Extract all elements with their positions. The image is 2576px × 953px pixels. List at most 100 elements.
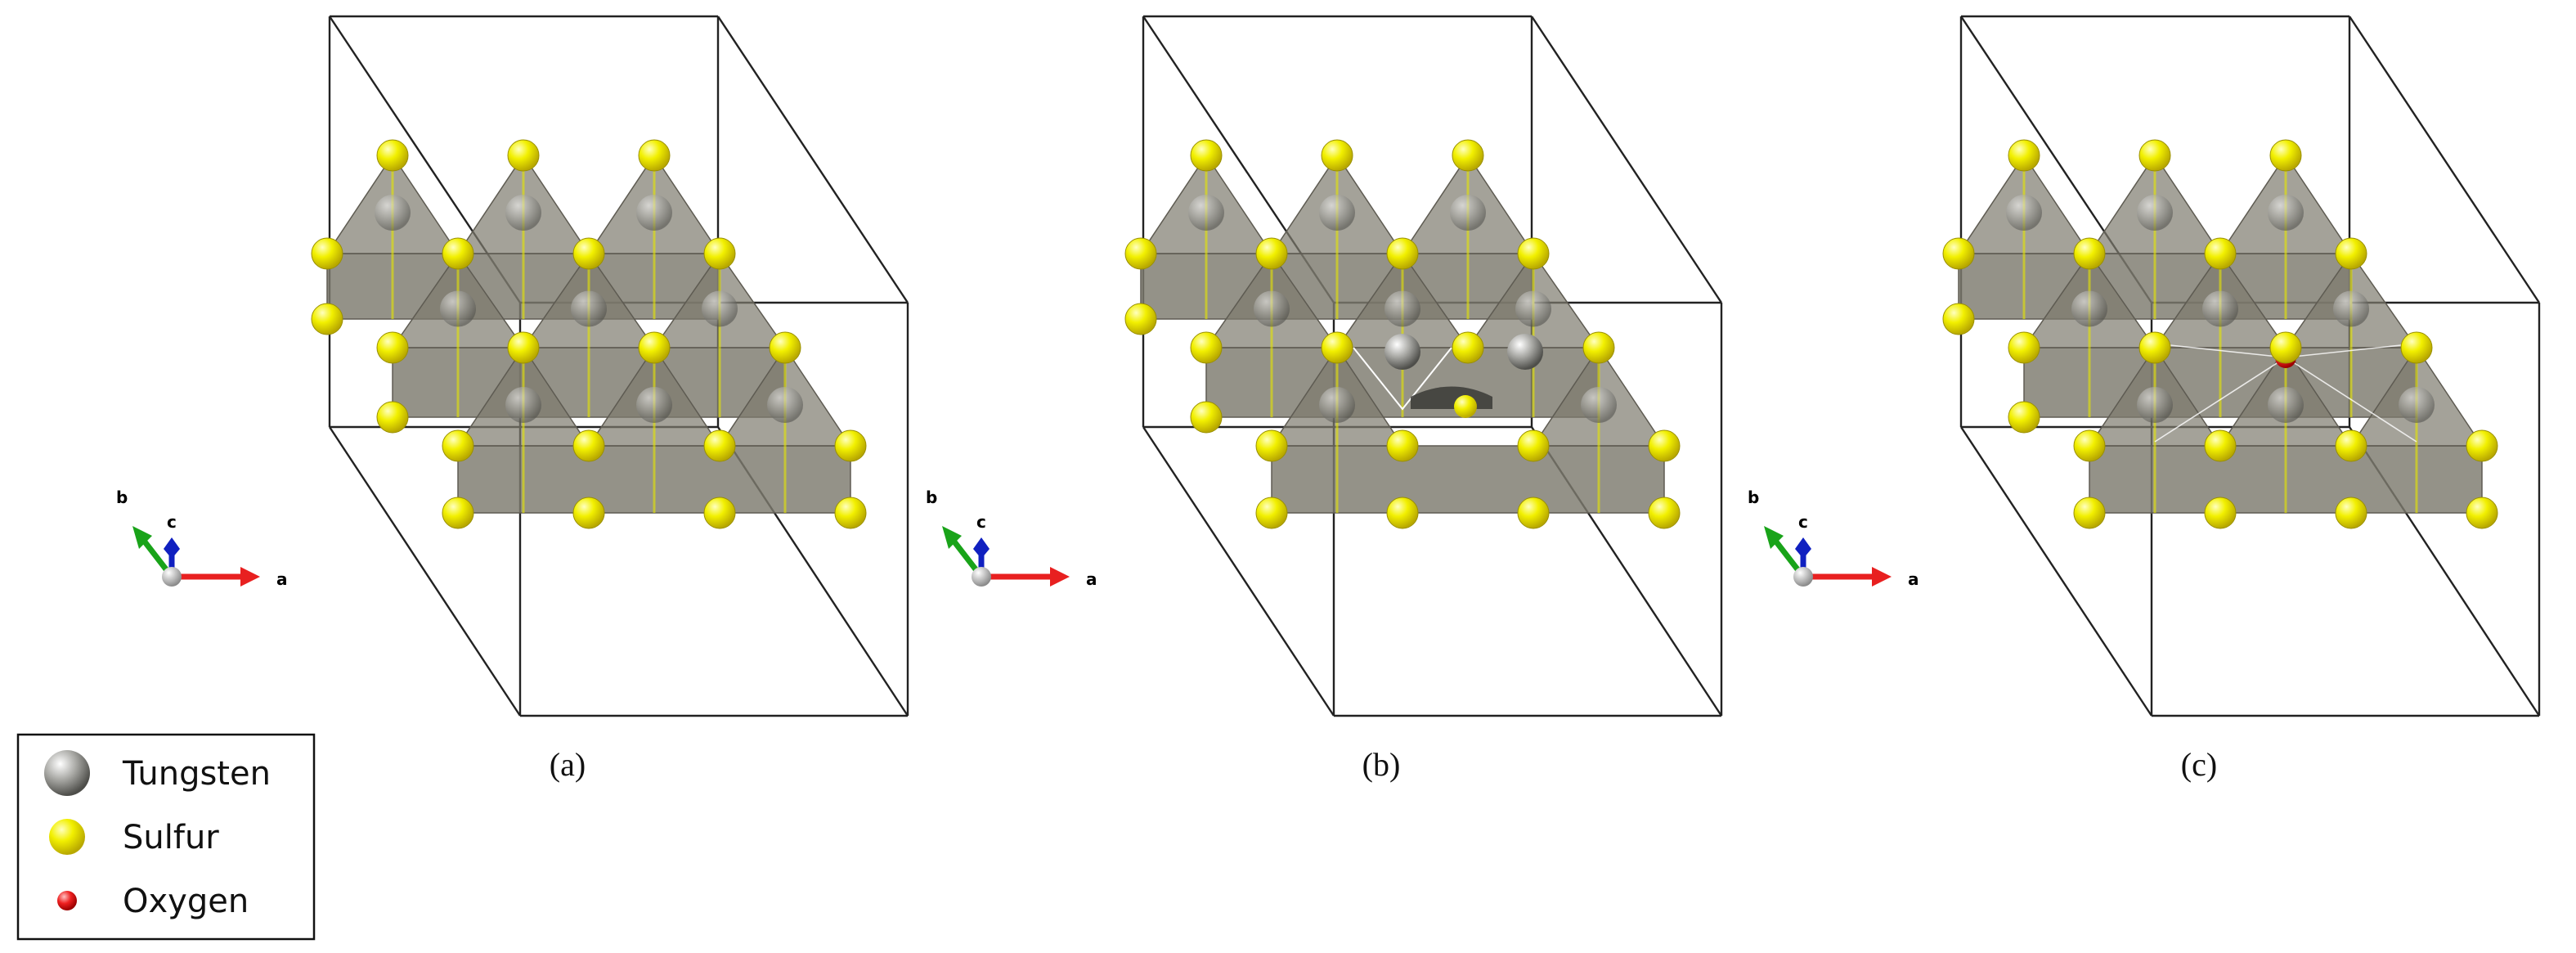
unit-cell-edge [2348,16,2541,303]
tungsten-atom [1515,290,1551,327]
sulfur-atom [572,237,605,270]
legend-label: Sulfur [123,819,219,856]
tungsten-atom [1188,195,1224,231]
sulfur-atom [1942,237,1975,270]
sulfur-atom [2073,429,2106,462]
tungsten-atom [2268,195,2304,231]
sulfur-atom [834,429,867,462]
unit-cell-edge [1959,426,2153,717]
sulfur-atom [1124,303,1157,335]
sulfur-atom [1190,331,1223,364]
tungsten-atom [1507,334,1543,370]
sulfur-atom [1386,429,1419,462]
sulfur-atom [769,331,801,364]
axis-c-arrow [1795,537,1811,559]
sulfur-atom [1452,331,1484,364]
tungsten-atom [1581,387,1617,423]
panels-layer: (a) (b) (c) [311,15,2541,783]
structure-panel: (c) [1942,15,2541,783]
tungsten-atom [1254,290,1290,327]
tungsten-atom [1450,195,1486,231]
tungsten-atom [2333,290,2369,327]
axis-label-c: c [1798,512,1808,532]
sulfur-atom [2335,429,2367,462]
sulfur-atom [507,139,540,172]
sulfur-atom [1582,331,1615,364]
axis-b-arrow [1764,526,1784,549]
sulfur-atom [703,237,736,270]
unit-cell-edge [1530,16,1723,303]
sulfur-atom [2073,237,2106,270]
sulfur-atoms [311,139,867,529]
axis-c-arrow [973,537,990,559]
sulfur-atoms [1942,139,2498,529]
sulfur-atom [1190,139,1223,172]
tungsten-atom [505,387,541,423]
axis-origin [1793,567,1813,587]
tungsten-atom [1384,290,1420,327]
unit-cell [328,15,909,717]
sulfur-atom [1124,237,1157,270]
sulfur-atom [2400,331,2433,364]
axis-indicator: a b c [1748,488,1919,589]
sulfur-atom [1454,395,1477,418]
sulfur-atom [376,331,409,364]
axis-label-c: c [167,512,177,532]
tungsten-atom [375,195,411,231]
sulfur-atoms [1124,139,1681,529]
legend-label: Oxygen [123,883,249,920]
axis-a-arrow [1872,567,1892,587]
sulfur-atom [703,429,736,462]
sulfur-atom [1255,497,1288,529]
sulfur-atom [2008,331,2040,364]
ws2-layer [1139,154,1535,320]
axis-label-b: b [116,488,128,507]
vacancy-site [1353,334,1543,418]
sulfur-atom [507,331,540,364]
polyhedron-slab [1271,445,1665,514]
sulfur-atom [2008,401,2040,434]
sulfur-atom [1517,237,1550,270]
sulfur-atom [1255,429,1288,462]
tungsten-atom [2268,387,2304,423]
sulfur-atom [834,497,867,529]
axis-b-arrow [132,526,152,549]
tungsten-atom [767,387,803,423]
sulfur-atom [638,139,671,172]
structure-panel: (b) [1124,15,1723,783]
axis-b-arrow [942,526,962,549]
sulfur-atom [2335,497,2367,529]
tungsten-atom [636,195,672,231]
tungsten-atom [1319,387,1355,423]
tungsten-atom [2137,387,2173,423]
tungsten-atom [2006,195,2042,231]
tungsten-atom [636,387,672,423]
panel-label: (a) [550,746,586,783]
axis-c-arrow [164,537,180,559]
ws2-layer [1270,346,1666,514]
sulfur-atom [1942,303,1975,335]
sulfur-atom [1386,237,1419,270]
axis-origin [972,567,991,587]
panel-label: (b) [1362,746,1401,783]
sulfur-atom [1321,331,1353,364]
sulfur-atom [2204,237,2237,270]
tungsten-atom [1384,334,1420,370]
sulfur-atom [2269,139,2302,172]
axis-a-arrow [1050,567,1070,587]
sulfur-atom [1517,497,1550,529]
sulfur-atom [2466,429,2498,462]
axis-label-a: a [1908,569,1919,589]
axis-label-b: b [1748,488,1759,507]
axis-a-arrow [240,567,260,587]
unit-cell-edge [328,426,522,717]
sulfur-atom [1648,497,1681,529]
ws2-layer [2088,346,2484,514]
sulfur-atom [2466,497,2498,529]
sulfur-atom [1517,429,1550,462]
panel-label: (c) [2181,746,2217,783]
sulfur-atom [703,497,736,529]
unit-cell-edge [1142,426,1335,717]
